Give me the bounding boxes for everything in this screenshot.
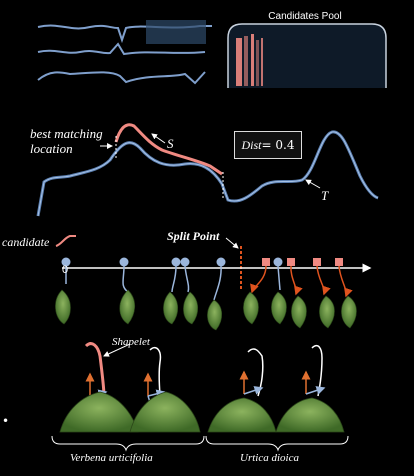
leaf-verbena-2	[129, 391, 201, 433]
leaf-verbena-1	[59, 391, 139, 433]
time-series-T-highlight	[37, 131, 379, 217]
bottom-leaves	[59, 391, 345, 433]
distance-box: Dist= 0.4	[234, 131, 302, 159]
candidate-legend-label: candidate	[2, 235, 50, 249]
split-label-pointer	[225, 237, 239, 249]
species-brace-left	[51, 435, 205, 452]
species-label-verbena: Verbena urticifolia	[70, 452, 153, 464]
series-symbol-label: T	[321, 188, 329, 203]
species-brace-right	[205, 435, 349, 452]
thumb-series-2	[37, 42, 206, 56]
blue-stems	[65, 265, 281, 301]
candidates-pool-title: Candidates Pool	[268, 11, 342, 22]
shapelet-curve-1	[84, 342, 106, 397]
red-stems	[250, 265, 353, 298]
candidates-pool-box	[227, 23, 387, 88]
S-pointer	[151, 133, 166, 144]
blue-markers	[61, 257, 283, 267]
species-label-urtica: Urtica dioica	[240, 452, 299, 464]
leaf-urtica-2	[275, 397, 345, 433]
shapelet-label: Shapelet	[112, 336, 150, 348]
shapelet-curve-2	[149, 346, 162, 399]
thumb-series-3	[37, 71, 206, 85]
leaf-urtica-1	[207, 397, 277, 433]
origin-label: 0	[62, 264, 69, 276]
shapelet-symbol-label: S	[167, 136, 174, 151]
split-point-label: Split Point	[167, 229, 220, 243]
best-label-line2: location	[30, 141, 73, 156]
distance-name: Dist	[241, 137, 262, 152]
shapelet-curve-3	[247, 348, 264, 397]
thumb-highlight	[146, 20, 206, 44]
T-pointer	[305, 179, 321, 189]
best-label-line1: best matching	[30, 126, 103, 141]
shapelet-S	[114, 123, 223, 176]
red-markers	[262, 258, 343, 266]
shapelet-label-pointer	[103, 343, 131, 357]
leaf-row	[55, 289, 357, 331]
bullet-mark: •	[2, 414, 10, 428]
best-matching-location-label: best matching location	[30, 126, 103, 156]
candidate-stack	[236, 34, 263, 86]
candidate-legend-glyph	[55, 235, 76, 247]
distance-value: = 0.4	[261, 138, 295, 152]
